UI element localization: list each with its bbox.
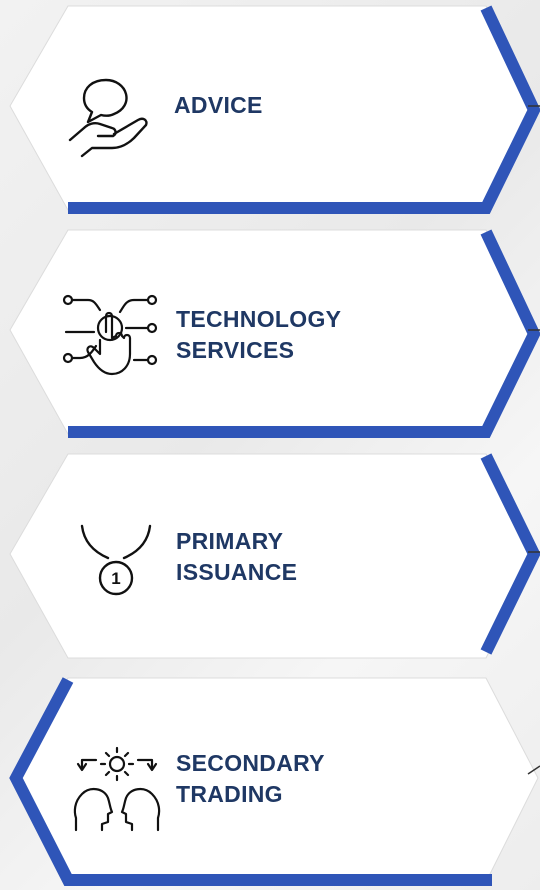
- step-label-advice: ADVICE: [174, 90, 263, 121]
- step-label-secondary-trading: SECONDARY TRADING: [176, 748, 325, 810]
- step-label-line: TRADING: [176, 781, 283, 807]
- step-card-technology-services: TECHNOLOGY SERVICES: [0, 224, 540, 442]
- svg-text:1: 1: [111, 569, 120, 588]
- step-label-primary-issuance: PRIMARY ISSUANCE: [176, 526, 297, 588]
- hexagon-card-shape: [9, 453, 540, 659]
- hexagon-card-shape: [9, 5, 540, 214]
- step-card-secondary-trading: SECONDARY TRADING: [0, 672, 540, 890]
- step-label-line: TECHNOLOGY: [176, 306, 342, 332]
- hexagon-card-shape: [9, 229, 540, 438]
- step-label-line: ADVICE: [174, 92, 263, 118]
- step-label-line: ISSUANCE: [176, 559, 298, 585]
- hexagon-card-shape: [9, 677, 540, 886]
- secondary-trading-exchange-icon: [73, 746, 161, 832]
- step-card-advice: ADVICE: [0, 0, 540, 218]
- advice-hand-speech-bubble-icon: [68, 78, 148, 158]
- step-label-technology-services: TECHNOLOGY SERVICES: [176, 304, 341, 366]
- step-label-line: PRIMARY: [176, 528, 284, 554]
- step-label-line: SERVICES: [176, 337, 295, 363]
- primary-issuance-medal-icon: 1: [80, 524, 152, 596]
- step-label-line: SECONDARY: [176, 750, 325, 776]
- technology-touch-network-icon: [62, 294, 158, 376]
- step-card-primary-issuance: 1 PRIMARY ISSUANCE: [0, 448, 540, 666]
